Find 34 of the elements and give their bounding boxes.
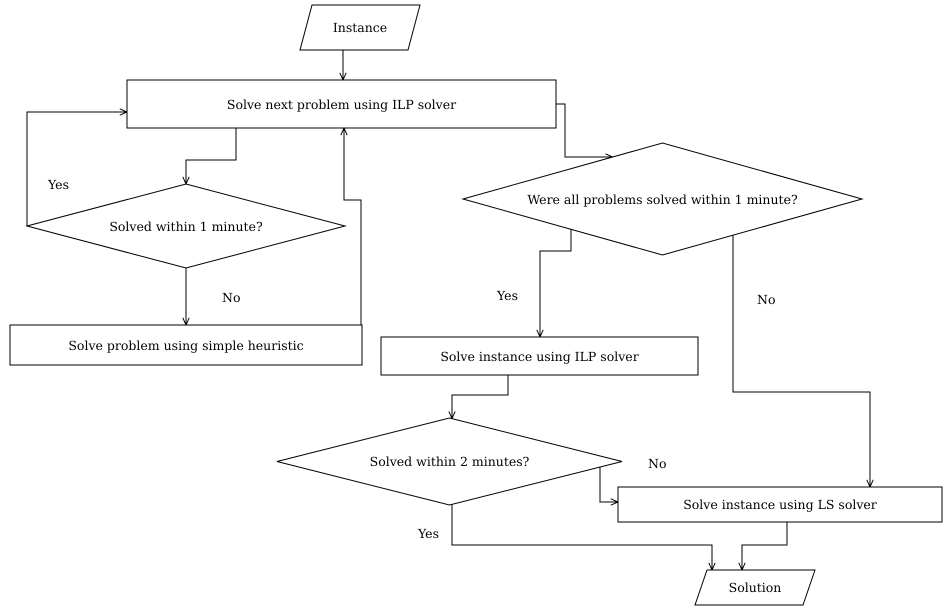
node-text: Solved within 1 minute? — [109, 218, 263, 234]
edge-label: Yes — [418, 526, 439, 541]
edge-label: No — [757, 292, 776, 307]
arrow — [26, 108, 128, 226]
process-box — [10, 325, 362, 365]
arrow — [600, 466, 618, 506]
arrow — [452, 504, 716, 570]
io-parallelogram — [300, 5, 420, 50]
decision-diamond — [277, 418, 622, 505]
edge-label: No — [222, 290, 240, 305]
edge-label: No — [648, 456, 666, 471]
node-text: Instance — [332, 20, 388, 35]
node-text: Solve instance using ILP solver — [440, 348, 639, 364]
process-box — [381, 337, 698, 375]
process-box — [127, 80, 556, 128]
node-text: Solve problem using simple heuristic — [68, 338, 304, 352]
decision-diamond — [463, 143, 862, 255]
arrow — [536, 228, 572, 338]
arrow — [182, 128, 236, 184]
arrow — [732, 234, 874, 488]
edge-label: Yes — [48, 177, 69, 192]
arrow — [182, 268, 190, 326]
process-box — [618, 487, 942, 522]
node-text: Solve next problem using ILP solver — [226, 96, 456, 112]
node-text: Were all problems solved within 1 minute? — [527, 192, 798, 206]
node-text: Solved within 2 minutes? — [370, 454, 530, 469]
node-text: Solution — [728, 580, 782, 595]
edge-label: Yes — [497, 288, 518, 303]
io-parallelogram — [695, 570, 815, 605]
arrow — [448, 374, 508, 420]
node-text: Solve instance using LS solver — [683, 497, 877, 512]
arrow — [340, 128, 362, 326]
arrow — [339, 50, 347, 80]
arrow — [738, 522, 788, 570]
